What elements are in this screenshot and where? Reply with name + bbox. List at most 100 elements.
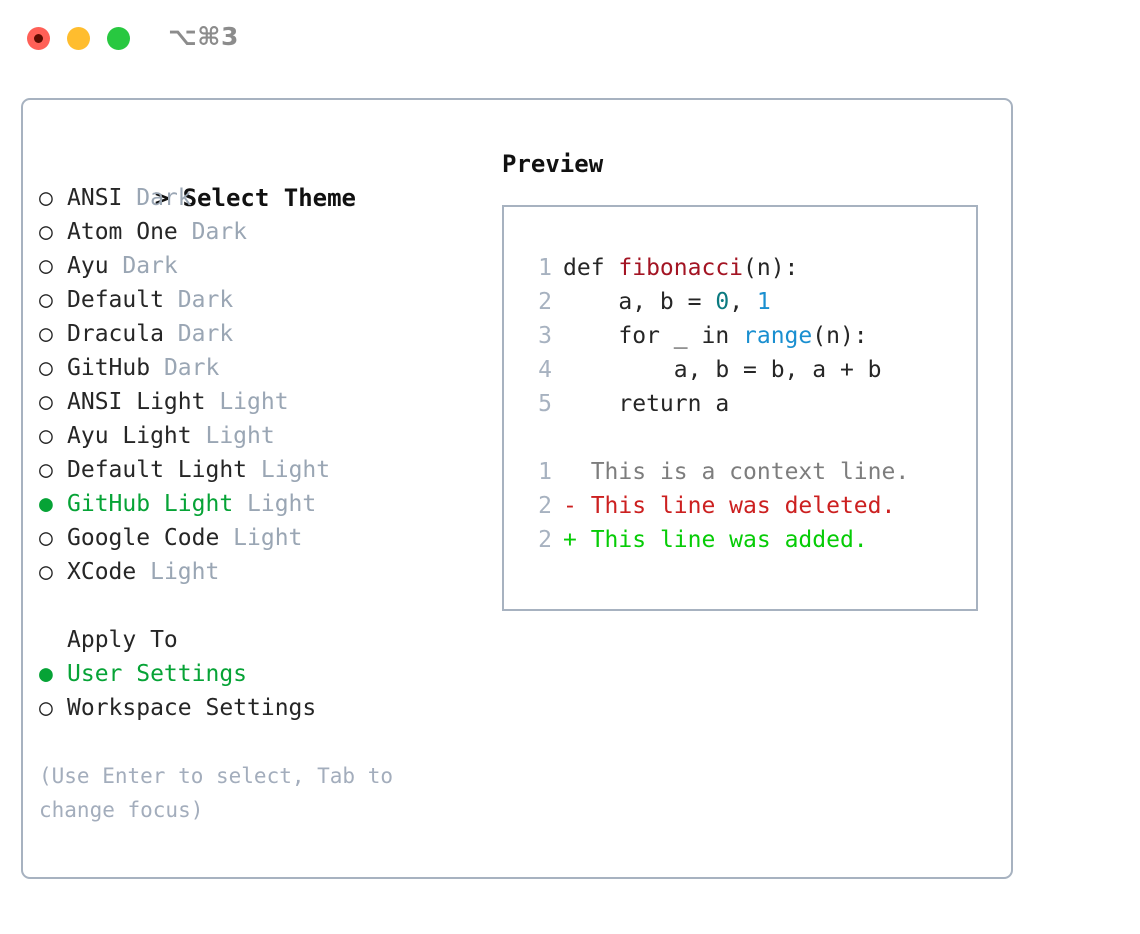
apply-to-option-label: Workspace Settings (67, 695, 317, 721)
theme-variant-label: Light (150, 559, 220, 585)
theme-list-item[interactable]: ○XCode Light (39, 555, 499, 589)
diff-line-number: 1 (538, 459, 552, 485)
close-window-dot-center (34, 34, 43, 43)
code-token: 1 (756, 289, 771, 315)
apply-to-heading: Apply To (67, 627, 178, 653)
theme-list-item[interactable]: ○ Dracula Dark (39, 317, 499, 351)
code-line-number: 5 (538, 391, 552, 417)
theme-list-item[interactable]: ○ Atom One Dark (39, 215, 499, 249)
theme-variant-label: Dark (163, 355, 220, 381)
select-theme-heading: > Select Theme (39, 147, 499, 212)
theme-name-label: Atom One (67, 219, 192, 245)
diff-text: This is a context line. (576, 459, 910, 485)
radio-unselected-icon: ○ (39, 695, 53, 721)
theme-variant-label: Light (247, 491, 317, 517)
theme-variant-label: Dark (177, 287, 234, 313)
code-line: 3 for _ in range(n): (504, 319, 976, 353)
theme-list-item[interactable]: ○Ayu Light Light (39, 419, 499, 453)
code-line-number: 3 (538, 323, 552, 349)
diff-marker: - (563, 493, 577, 519)
theme-list-item[interactable]: ○ANSI Dark (39, 181, 499, 215)
diff-text: This line was added. (576, 527, 868, 553)
theme-name-label: ANSI Light (67, 389, 220, 415)
radio-unselected-icon: ○ (39, 457, 53, 483)
code-line-number: 2 (538, 289, 552, 315)
code-token: a, b = b, a + b (563, 357, 882, 383)
theme-list-item[interactable]: ○ Default Dark (39, 283, 499, 317)
theme-list-item[interactable]: ○ GitHub Dark (39, 351, 499, 385)
code-token: , (729, 289, 757, 315)
code-token: range (743, 323, 813, 349)
theme-variant-label: Dark (191, 219, 248, 245)
diff-line: 2 + This line was added. (504, 523, 976, 557)
apply-to-option[interactable]: ●User Settings (39, 657, 499, 691)
theme-name-label: Google Code (67, 525, 234, 551)
diff-line: 2- This line was deleted. (504, 489, 976, 523)
window-titlebar: ⌥⌘3 (0, 0, 1140, 78)
prompt-caret-icon: > (154, 184, 170, 212)
theme-list[interactable]: ○ANSI Dark○Atom One Dark○Ayu Dark○Defaul… (39, 181, 499, 589)
radio-unselected-icon: ○ (39, 389, 53, 415)
theme-name-label: Ayu (67, 253, 123, 279)
theme-list-item[interactable]: ● GitHub Light Light (39, 487, 499, 521)
theme-name-label: Default (67, 287, 178, 313)
apply-to-option-label: User Settings (67, 661, 248, 687)
minimize-window-dot[interactable] (67, 27, 90, 50)
code-line-number: 1 (538, 255, 552, 281)
code-token: return a (563, 391, 730, 417)
code-token: (n): (743, 255, 799, 281)
radio-unselected-icon: ○ (39, 219, 53, 245)
diff-line-number: 2 (538, 493, 552, 519)
theme-list-item[interactable]: ○ Ayu Dark (39, 249, 499, 283)
radio-selected-icon: ● (39, 491, 53, 517)
theme-variant-label: Dark (122, 253, 178, 279)
diff-text: This line was deleted. (576, 493, 896, 519)
theme-variant-label: Dark (136, 185, 192, 211)
theme-name-label: GitHub (67, 355, 164, 381)
theme-name-label: ANSI (67, 185, 137, 211)
theme-name-label: GitHub Light (67, 491, 248, 517)
code-token: def (563, 255, 619, 281)
code-token: fibonacci (618, 255, 744, 281)
theme-list-item[interactable]: ○ ANSI Light Light (39, 385, 499, 419)
code-line: 1 def fibonacci(n): (504, 251, 976, 285)
radio-unselected-icon: ○ (39, 423, 53, 449)
theme-variant-label: Light (219, 389, 289, 415)
keyboard-hint-text: (Use Enter to select, Tab to change focu… (39, 764, 394, 822)
theme-variant-label: Dark (177, 321, 234, 347)
keyboard-shortcut-label: ⌥⌘3 (168, 22, 239, 51)
code-line: 2 a, b = 0, 1 (504, 285, 976, 319)
radio-unselected-icon: ○ (39, 253, 53, 279)
preview-heading: Preview (502, 150, 604, 178)
theme-name-label: Default Light (67, 457, 261, 483)
code-line: 4 a, b = b, a + b (504, 353, 976, 387)
diff-line-number: 2 (538, 527, 552, 553)
maximize-window-dot[interactable] (107, 27, 130, 50)
diff-marker: + (563, 527, 577, 553)
code-line-number: 4 (538, 357, 552, 383)
radio-unselected-icon: ○ (39, 287, 53, 313)
code-token: 0 (715, 289, 730, 315)
theme-list-item[interactable]: ○ Default Light Light (39, 453, 499, 487)
theme-variant-label: Light (205, 423, 275, 449)
radio-unselected-icon: ○ (39, 355, 53, 381)
theme-variant-label: Light (260, 457, 331, 483)
code-line: 5 return a (504, 387, 976, 421)
theme-list-item[interactable]: ○ Google Code Light (39, 521, 499, 555)
diff-line: 1 This is a context line. (504, 455, 976, 489)
diff-sample: 1 This is a context line.2- This line wa… (504, 455, 976, 557)
theme-name-label: Dracula (67, 321, 178, 347)
radio-unselected-icon: ○ (39, 321, 53, 347)
select-theme-heading-label: Select Theme (182, 184, 356, 212)
code-token: (n): (812, 323, 868, 349)
radio-unselected-icon: ○ (39, 559, 53, 585)
apply-to-option[interactable]: ○ Workspace Settings (39, 691, 499, 725)
apply-to-options[interactable]: ●User Settings ○ Workspace Settings (39, 657, 499, 725)
theme-variant-label: Light (233, 525, 303, 551)
main-window-panel: >Select Theme ○ANSI Dark○Atom One Dark○A… (21, 98, 1013, 879)
radio-unselected-icon: ○ (39, 525, 53, 551)
